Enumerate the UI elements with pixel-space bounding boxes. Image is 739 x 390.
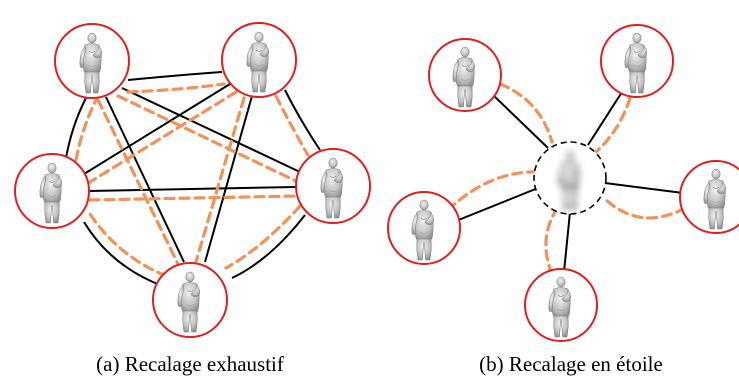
star-dashed-edges <box>446 82 687 276</box>
dash-2-4 <box>88 90 238 184</box>
dash-spoke-b1 <box>498 82 554 144</box>
edge-5-4 <box>83 221 161 286</box>
dash-4-1 <box>74 98 98 162</box>
node-a5 <box>152 262 228 338</box>
node-a4 <box>14 153 90 229</box>
panel-exhaustive <box>14 22 371 338</box>
node-b4 <box>387 191 461 265</box>
spoke-b2 <box>587 91 623 146</box>
panel-star <box>387 24 739 342</box>
dash-4-3 <box>88 194 300 202</box>
solid-edges <box>65 71 321 286</box>
edge-4-1 <box>65 97 87 159</box>
dash-1-3 <box>116 94 300 184</box>
dash-spoke-b3 <box>602 196 687 220</box>
center-template-node <box>533 141 607 215</box>
node-b1 <box>428 38 502 112</box>
dash-spoke-b5 <box>544 208 558 276</box>
edge-4-3 <box>88 186 297 192</box>
edge-2-3 <box>284 89 321 151</box>
node-a3 <box>295 148 371 224</box>
star-solid-edges <box>445 91 684 273</box>
spoke-b3 <box>604 182 684 194</box>
dash-3-5 <box>224 204 302 270</box>
dash-spoke-b2 <box>594 96 632 154</box>
node-a1 <box>54 23 130 99</box>
node-a2 <box>221 22 297 98</box>
dashed-edges <box>74 82 310 278</box>
spoke-b5 <box>563 211 571 273</box>
dash-1-2 <box>126 82 226 94</box>
caption-star: (b) Recalage en étoile <box>479 352 663 376</box>
edge-1-2 <box>127 71 223 81</box>
caption-exhaustive: (a) Recalage exhaustif <box>96 352 284 376</box>
dash-2-3 <box>274 94 310 157</box>
spoke-b4 <box>445 187 539 226</box>
dash-1-5 <box>96 98 180 266</box>
edge-2-4 <box>83 83 231 175</box>
node-b3 <box>679 160 739 234</box>
node-b2 <box>600 24 674 98</box>
spoke-b1 <box>492 94 549 149</box>
edge-3-5 <box>231 214 306 279</box>
edge-1-5 <box>105 96 185 263</box>
dash-2-5 <box>194 96 246 264</box>
dash-spoke-b4 <box>446 170 542 212</box>
edge-1-3 <box>121 87 301 173</box>
dash-5-4 <box>88 212 168 278</box>
node-b5 <box>524 268 598 342</box>
edge-2-5 <box>204 95 253 263</box>
